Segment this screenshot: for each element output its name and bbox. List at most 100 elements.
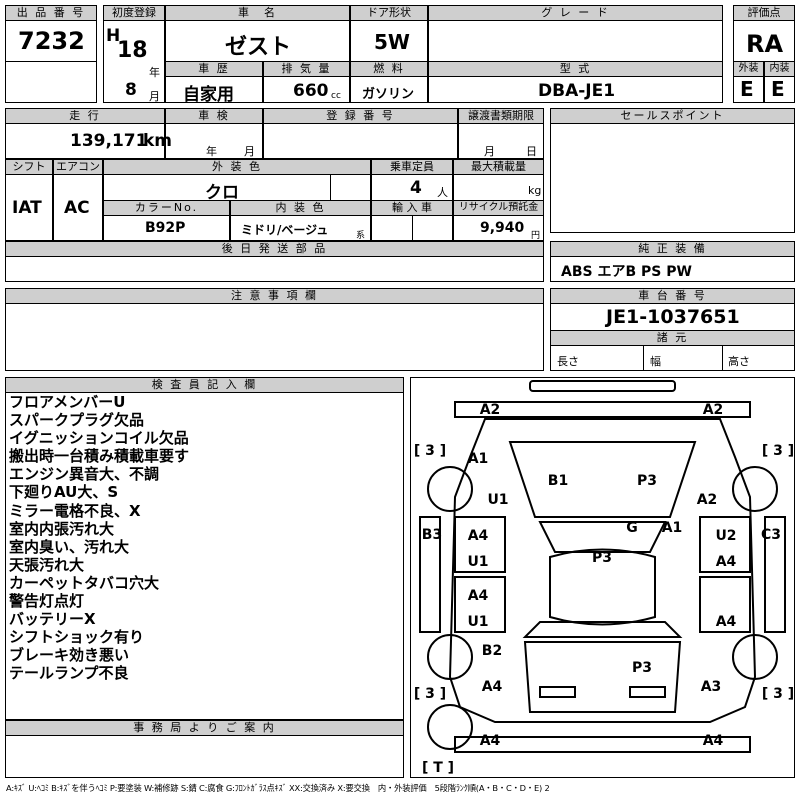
inspector-header: 検 査 員 記 入 欄 [5,377,404,393]
inspector-note: 下廻りAU大、S [9,483,119,502]
grade-header: グ レ ー ド [428,5,723,21]
door-rr [699,576,751,633]
lot-number: 7232 [18,27,85,55]
model-box [428,76,723,103]
history: 自家用 [183,85,234,105]
mark-quarter-rr-a3: A3 [701,679,722,695]
ext-color-header: 外 装 色 [103,159,371,175]
mark-roof-p3: P3 [592,550,612,566]
tire-rl-circle [427,634,473,680]
capacity: 4 [410,178,422,198]
displacement: 660 [293,81,329,101]
tailgate-outline [523,641,682,713]
reg-no-header: 登 録 番 号 [263,108,458,124]
int-color-header: 内 装 色 [230,200,371,216]
car-name: ゼスト [225,35,292,60]
capacity-unit: 人 [437,186,448,199]
body-outline [448,418,757,723]
fuel-header: 燃 料 [350,61,428,77]
inspector-note: フロアメンバーU [9,393,126,411]
inspector-note: テールランプ不良 [9,664,129,683]
tire-rr-circle [732,634,778,680]
mark-spare-tire: [ T ] [422,760,454,776]
vehicle-diagram: A2 A2 [ 3 ] [ 3 ] A1 U1 B1 P3 A2 G A1 B3… [414,380,794,776]
mark-bumper-rl-a4: A4 [480,733,501,749]
recycle-unit: 円 [531,231,541,241]
color-no-header: カラーNo. [103,200,230,216]
mark-tire-fr: [ 3 ] [762,443,794,459]
office-box [5,735,404,778]
era: H [106,26,121,46]
parts-box [5,256,544,282]
inspector-box [5,392,404,720]
spec-length-label: 長さ [557,355,579,368]
notes-header: 注 意 事 項 欄 [5,288,544,304]
inspector-note: スパークプラグ欠品 [9,411,145,430]
mark-quarter-rl-b2: B2 [482,643,502,659]
inspector-note: ブレーキ効き悪い [9,646,130,665]
inspector-note: 天張汚れ大 [9,555,85,574]
import-box-b [412,215,453,241]
inspector-note: ミラー電格不良、X [9,501,141,520]
first-reg-header: 初度登録 [103,5,165,21]
color-no: B92P [145,220,186,236]
mark-pillar-a1: A1 [662,520,683,536]
lot-number-header: 出 品 番 号 [5,5,97,21]
sales-point-header: セールスポイント [550,108,795,124]
transfer-month: 月 [484,145,495,158]
inspector-note: 室内臭い、汚れ大 [9,537,130,556]
specs-header: 諸 元 [550,330,795,346]
notes-box [5,303,544,371]
mark-glass-g: G [626,520,638,536]
tire-fr-circle [732,466,778,512]
exterior-box [733,76,764,103]
equipment-header: 純 正 装 備 [550,241,795,257]
spec-height-box [722,345,795,371]
shift-header: シフト [5,159,53,175]
door-type: 5W [374,30,410,54]
max-load-unit: kg [528,184,542,197]
spec-width-label: 幅 [650,355,661,368]
rear-bumper [454,736,751,753]
mark-door-rr-a4: A4 [716,614,737,630]
import-box-a [371,215,413,241]
recycle-amount: 9,940 [480,220,525,236]
mark-tire-rr: [ 3 ] [762,686,794,702]
inspector-note: シフトショック有り [9,628,145,647]
rear-window [522,621,683,638]
grade-box [428,20,723,62]
reg-month-unit: 月 [149,90,160,103]
score-header: 評価点 [733,5,795,21]
fuel: ガソリン [362,87,415,102]
mark-fender-fl-u1: U1 [487,492,508,508]
door-header: ドア形状 [350,5,428,21]
sales-point-box [550,123,795,233]
reg-month: 8 [125,80,137,100]
mark-side-right-c3: C3 [761,527,781,543]
ext-color-extra-box [330,174,371,201]
mark-door-fr-u2: U2 [715,528,736,544]
parts-header: 後 日 発 送 部 品 [5,241,544,257]
inspector-note: イグニッションコイル欠品 [9,429,189,448]
equipment-box [550,256,795,282]
front-bumper [454,401,751,418]
mark-front-left-a2: A2 [480,402,501,418]
reg-year: 18 [117,38,148,63]
mark-tire-fl: [ 3 ] [414,443,446,459]
interior-grade: E [771,77,785,101]
transfer-day: 日 [526,145,537,158]
rear-lamp-l [539,686,576,698]
capacity-header: 乗車定員 [371,159,453,175]
spec-height-label: 高さ [728,355,750,368]
model-code: DBA-JE1 [538,81,616,101]
displacement-unit: cc [331,91,341,101]
inspector-notes-list: フロアメンバーU スパークプラグ欠品 イグニッションコイル欠品 搬出時一台積み積… [9,393,189,683]
score: RA [746,30,784,58]
side-right [764,516,786,633]
mark-door-rl-a4: A4 [468,588,489,604]
displacement-box [263,76,350,103]
aircon-header: エアコン [53,159,103,175]
import-header: 輸 入 車 [371,200,453,216]
inspection-month: 月 [244,145,255,158]
chassis-number: JE1-1037651 [606,306,740,328]
